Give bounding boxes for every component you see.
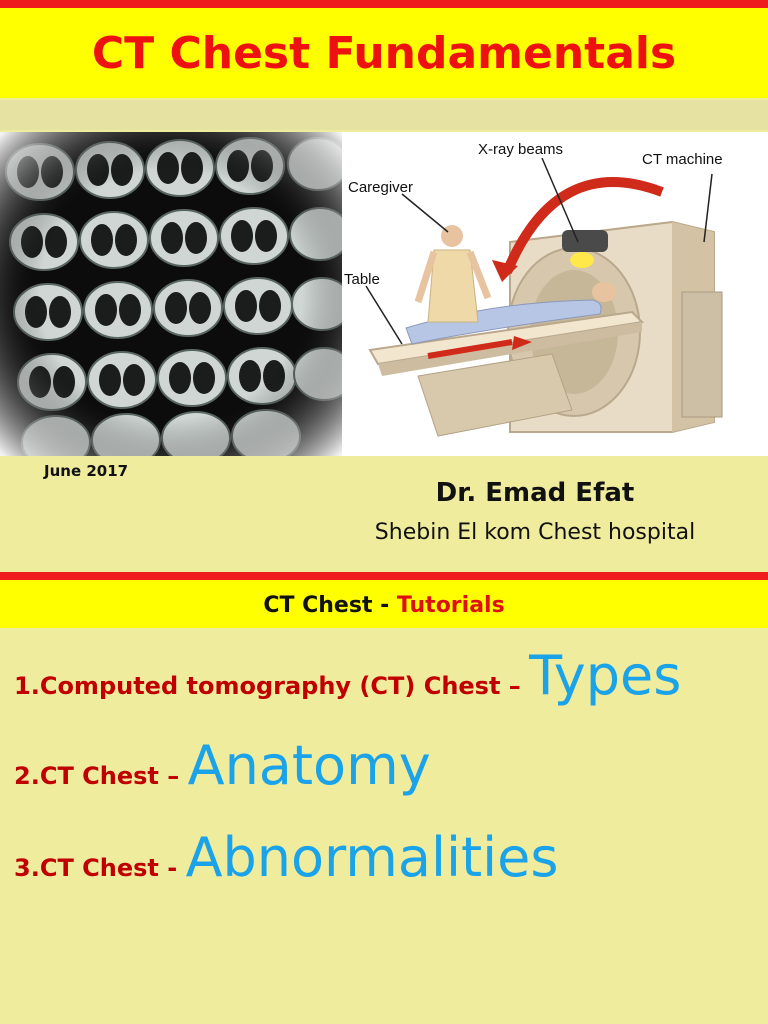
ct-machine-illustration: X-ray beams CT machine Caregiver Table: [342, 132, 768, 456]
label-ct-machine: CT machine: [642, 151, 723, 168]
label-table: Table: [344, 271, 380, 288]
tutorials-heading: CT Chest - Tutorials: [0, 588, 768, 624]
tutorial-number: 3.: [14, 854, 40, 882]
tutorial-topic: Abnormalities: [185, 826, 559, 889]
tutorials-banner: [0, 580, 768, 628]
top-red-rule: [0, 0, 768, 8]
patient-table-shape: [368, 310, 645, 437]
tutorial-text: Computed tomography (CT) Chest –: [39, 672, 530, 700]
page-title: CT Chest Fundamentals: [91, 28, 677, 79]
title-banner: [0, 8, 768, 98]
tutorial-text: CT Chest –: [39, 762, 188, 790]
tutorials-heading-highlight: Tutorials: [396, 593, 505, 618]
label-caregiver: Caregiver: [348, 179, 413, 196]
label-xray-beams: X-ray beams: [478, 141, 563, 158]
tutorial-text: CT Chest -: [39, 854, 186, 882]
tutorial-item-abnormalities: 3.CT Chest - Abnormalities: [14, 826, 559, 889]
tutorials-heading-prefix: CT Chest -: [263, 593, 397, 618]
caregiver-figure: [414, 225, 492, 323]
author-name: Dr. Emad Efat: [435, 478, 635, 508]
presentation-date: June 2017: [44, 462, 129, 480]
section-red-rule: [0, 572, 768, 580]
tutorial-topic: Types: [529, 644, 682, 707]
ct-scan-films-image: [0, 132, 342, 456]
patient-figure: [405, 282, 616, 345]
tutorial-topic: Anatomy: [187, 734, 431, 797]
tutorial-item-anatomy: 2.CT Chest – Anatomy: [14, 734, 431, 797]
divider-strip: [0, 100, 768, 130]
tutorial-number: 1.: [14, 672, 40, 700]
author-institution: Shebin El kom Chest hospital: [374, 520, 696, 545]
tutorial-item-types: 1.Computed tomography (CT) Chest – Types: [14, 644, 681, 707]
tutorial-number: 2.: [14, 762, 40, 790]
